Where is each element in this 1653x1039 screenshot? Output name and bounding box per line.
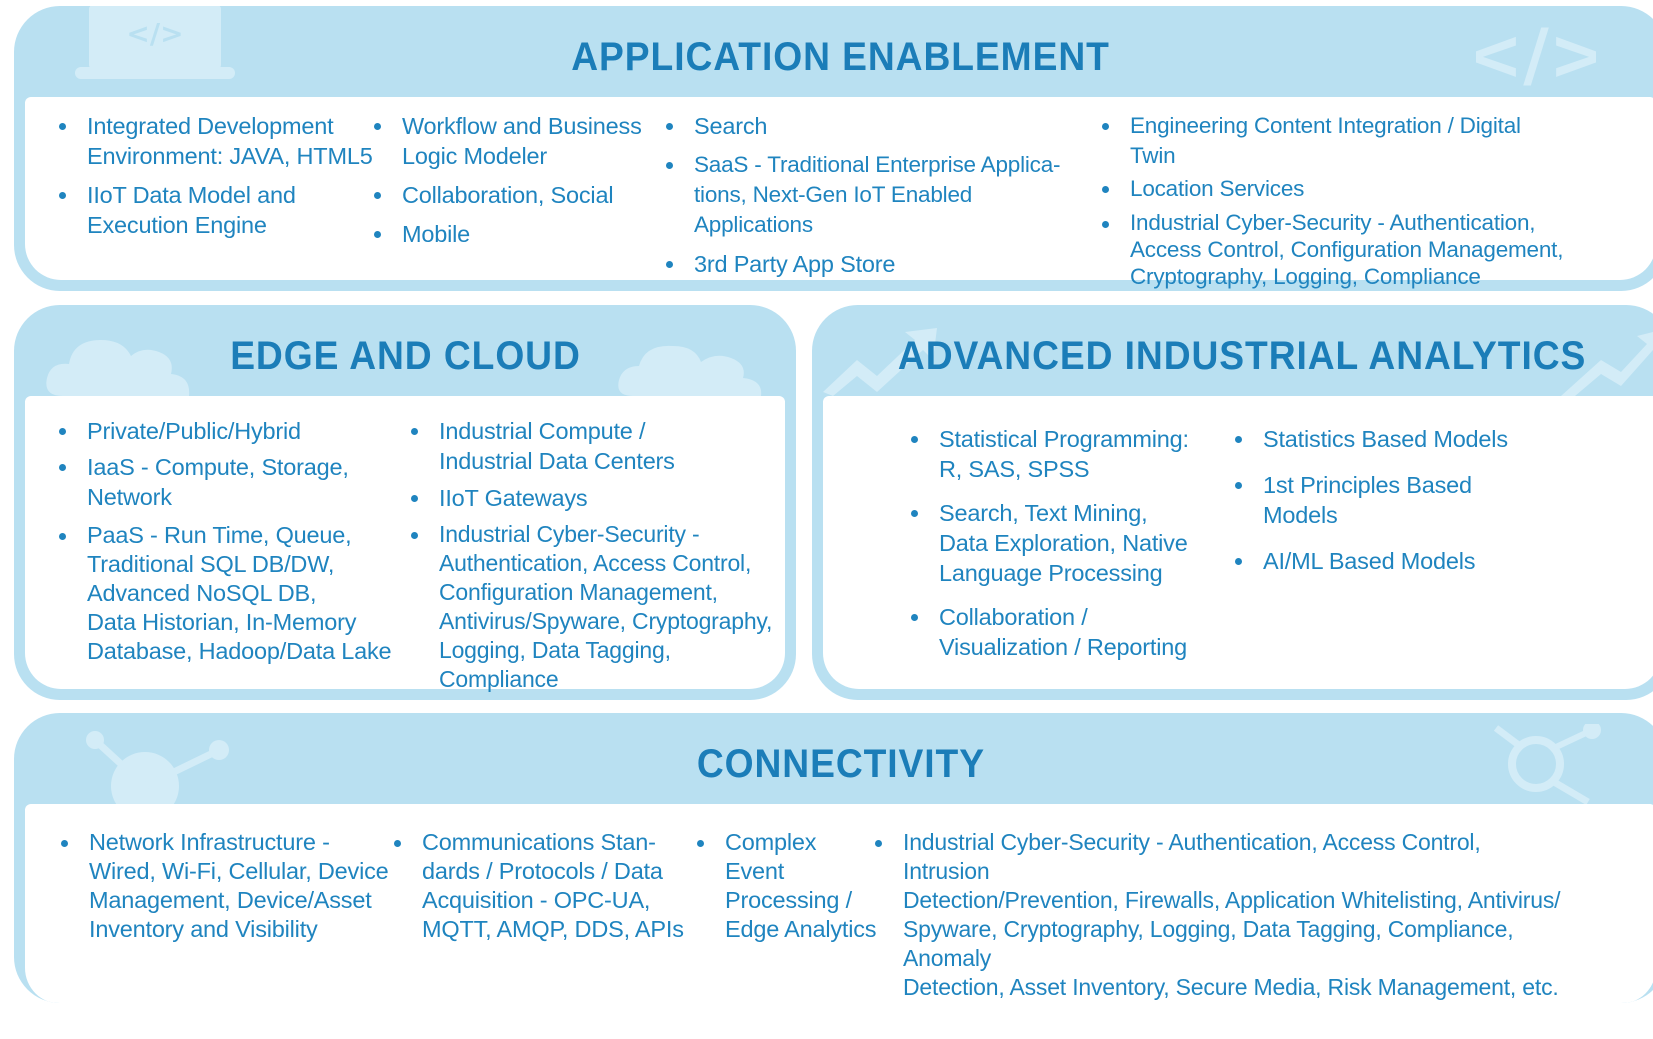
list-item: Collaboration / Visualization / Reportin… <box>907 602 1207 662</box>
list-item: Mobile <box>370 219 660 249</box>
list-item: Private/Public/Hybrid <box>55 416 395 446</box>
network-node-icon <box>1493 724 1601 804</box>
conn-col-2: Communications Stan- dards / Protocols /… <box>390 828 700 953</box>
analytics-col-1: Statistical Programming: R, SAS, SPSS Se… <box>907 424 1207 671</box>
list-item: Statistics Based Models <box>1231 424 1561 454</box>
app-col-2: Workflow and Business Logic Modeler Coll… <box>370 111 660 258</box>
edge-and-cloud-content: Private/Public/Hybrid IaaS - Compute, St… <box>25 396 785 692</box>
app-col-3: Search SaaS - Traditional Enterprise App… <box>662 111 1082 288</box>
list-item: Industrial Cyber-Security - Authenticati… <box>871 828 1571 1002</box>
application-enablement-header: </> </> APPLICATION ENABLEMENT <box>25 6 1653 97</box>
list-item: Search, Text Mining, Data Exploration, N… <box>907 498 1207 588</box>
laptop-code-icon: </> <box>75 6 235 79</box>
conn-col-3: Complex Event Processing / Edge Analytic… <box>693 828 893 953</box>
connectivity-header: CONNECTIVITY <box>25 724 1653 804</box>
list-item: IIoT Data Model and Execution Engine <box>55 180 375 240</box>
svg-text:</>: </> <box>126 17 183 50</box>
connectivity-content: Network Infrastructure - Wired, Wi-Fi, C… <box>25 804 1653 1003</box>
cloud-icon <box>46 340 190 396</box>
edge-col-2: Industrial Compute / Industrial Data Cen… <box>407 416 777 700</box>
network-node-icon <box>86 731 229 804</box>
application-enablement-title: APPLICATION ENABLEMENT <box>571 34 1110 79</box>
cloud-icon <box>618 345 762 396</box>
application-enablement-content: Integrated Development Environment: JAVA… <box>25 97 1653 289</box>
analytics-header: ADVANCED INDUSTRIAL ANALYTICS <box>823 316 1653 396</box>
list-item: Integrated Development Environment: JAVA… <box>55 111 375 171</box>
conn-col-4: Industrial Cyber-Security - Authenticati… <box>871 828 1571 1003</box>
list-item: IaaS - Compute, Storage, Network <box>55 452 395 512</box>
analytics-title: ADVANCED INDUSTRIAL ANALYTICS <box>897 333 1587 378</box>
list-item: PaaS - Run Time, Queue, Traditional SQL … <box>55 521 395 666</box>
list-item: Collaboration, Social <box>370 180 660 210</box>
list-item: Complex Event Processing / Edge Analytic… <box>693 828 893 944</box>
application-enablement-panel: </> </> APPLICATION ENABLEMENT Integrate… <box>14 6 1653 291</box>
list-item: Engineering Content Integration / Digita… <box>1098 111 1568 171</box>
app-col-1: Integrated Development Environment: JAVA… <box>55 111 375 249</box>
svg-text:</>: </> <box>1476 21 1596 91</box>
list-item: Industrial Compute / Industrial Data Cen… <box>407 416 777 476</box>
code-brackets-icon: </> <box>1476 21 1596 91</box>
list-item: 3rd Party App Store <box>662 249 1082 279</box>
conn-col-1: Network Infrastructure - Wired, Wi-Fi, C… <box>57 828 397 953</box>
list-item: Communications Stan- dards / Protocols /… <box>390 828 700 944</box>
analytics-col-2: Statistics Based Models 1st Principles B… <box>1231 424 1561 585</box>
edge-and-cloud-header: EDGE AND CLOUD <box>25 316 785 396</box>
connectivity-panel: CONNECTIVITY Network Infrastructure - Wi… <box>14 713 1653 1003</box>
list-item: SaaS - Traditional Enterprise Applica- t… <box>662 150 1082 240</box>
list-item: AI/ML Based Models <box>1231 546 1561 576</box>
list-item: Search <box>662 111 1082 141</box>
list-item: IIoT Gateways <box>407 483 777 513</box>
list-item: Location Services <box>1098 174 1568 204</box>
list-item: Statistical Programming: R, SAS, SPSS <box>907 424 1207 484</box>
edge-col-1: Private/Public/Hybrid IaaS - Compute, St… <box>55 416 395 675</box>
analytics-content: Statistical Programming: R, SAS, SPSS Se… <box>823 396 1653 689</box>
list-item: Industrial Cyber-Security - Authenticati… <box>407 520 777 694</box>
app-col-4: Engineering Content Integration / Digita… <box>1098 111 1568 291</box>
list-item: Industrial Cyber-Security - Authenticati… <box>1098 209 1568 290</box>
list-item: 1st Principles Based Models <box>1231 470 1561 530</box>
list-item: Workflow and Business Logic Modeler <box>370 111 660 171</box>
connectivity-title: CONNECTIVITY <box>696 741 985 786</box>
advanced-industrial-analytics-panel: ADVANCED INDUSTRIAL ANALYTICS Statistica… <box>812 305 1653 700</box>
edge-and-cloud-panel: EDGE AND CLOUD Private/Public/Hybrid Iaa… <box>14 305 796 700</box>
edge-and-cloud-title: EDGE AND CLOUD <box>229 333 581 378</box>
list-item: Network Infrastructure - Wired, Wi-Fi, C… <box>57 828 397 944</box>
